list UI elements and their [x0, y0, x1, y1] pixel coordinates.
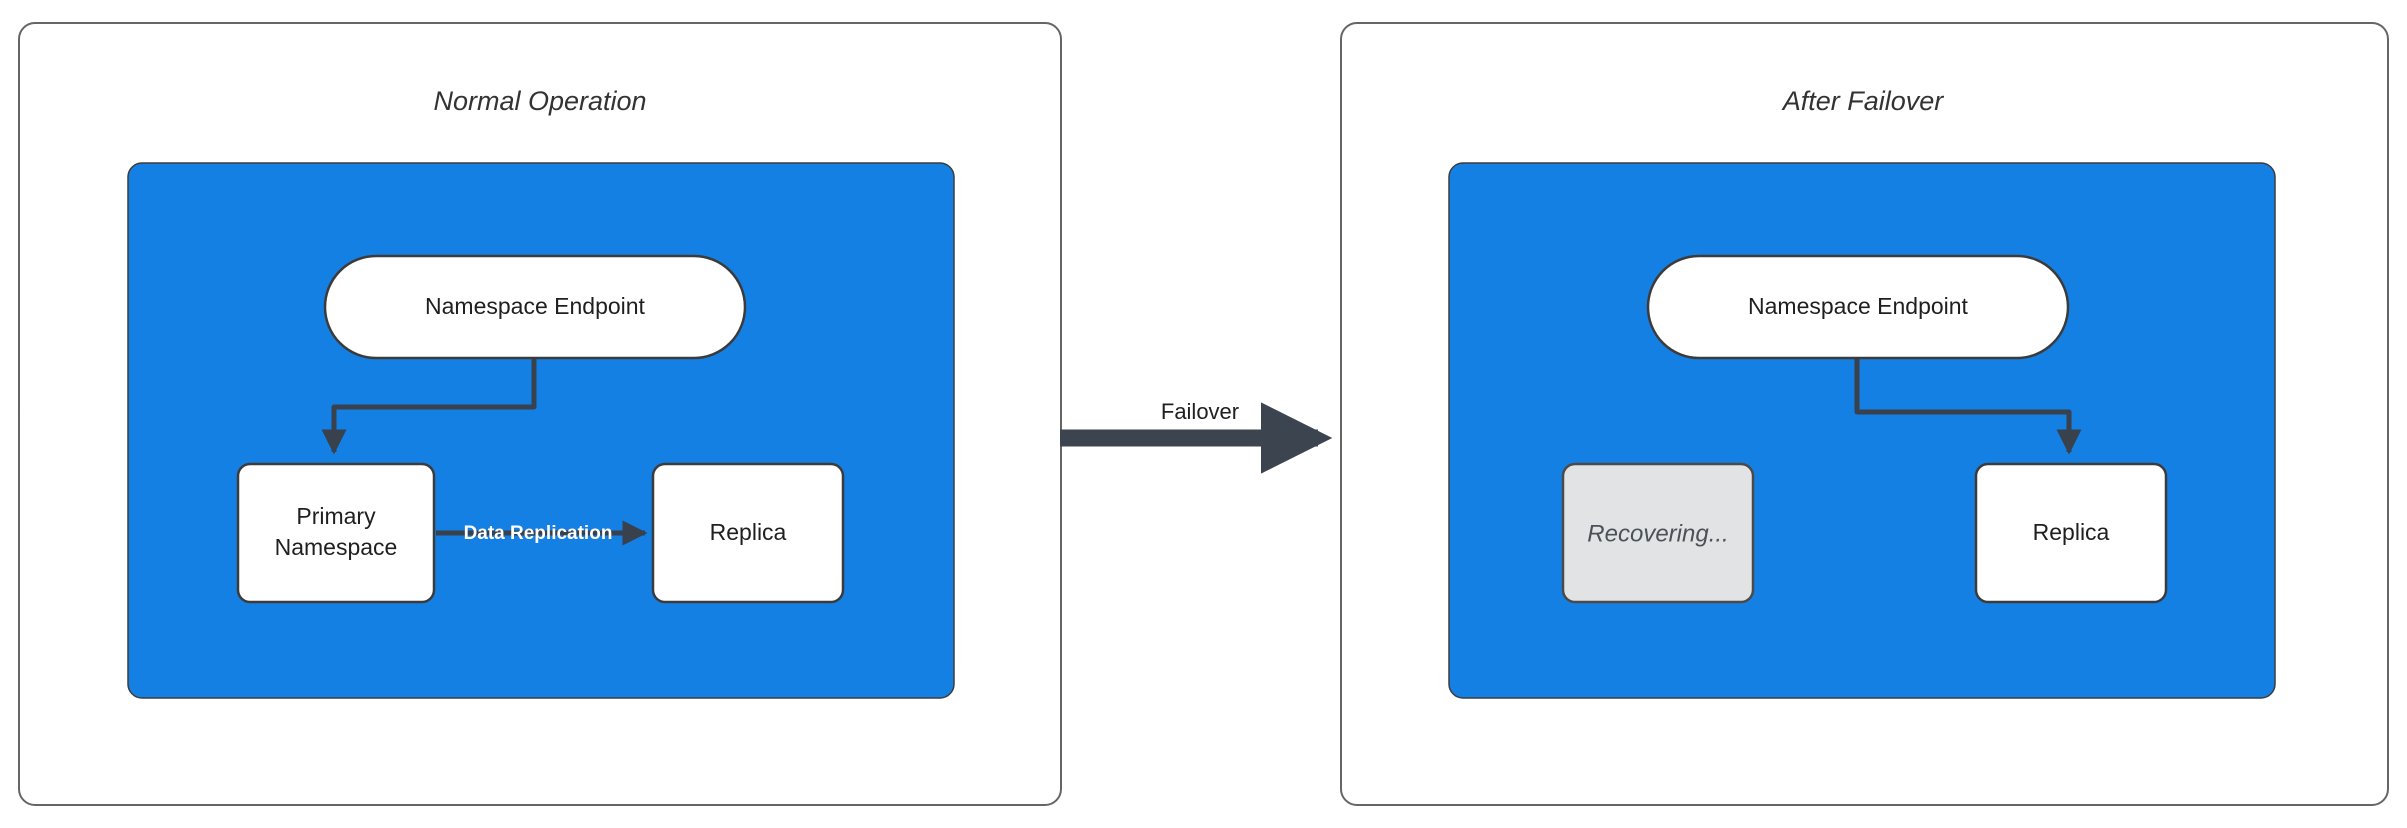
panel-normal-operation: Normal Operation Data Replication Namesp… — [18, 22, 1062, 806]
node-endpoint-left[interactable]: Namespace Endpoint — [323, 254, 747, 360]
panel-after-failover: After Failover Namespace Endpoint Recove… — [1340, 22, 2389, 806]
node-endpoint-left-shape — [323, 254, 747, 360]
node-primary-namespace-shape — [236, 462, 436, 604]
node-replica-right-shape — [1974, 462, 2168, 604]
node-endpoint-right-label: Namespace Endpoint — [1748, 293, 1969, 319]
edge-endpoint-to-replica — [1854, 358, 2082, 455]
blue-region-left — [127, 162, 955, 699]
node-endpoint-right[interactable]: Namespace Endpoint — [1646, 254, 2070, 360]
node-recovering-shape — [1561, 462, 1755, 604]
node-recovering[interactable]: Recovering... — [1561, 462, 1755, 604]
panel-title-left: Normal Operation — [433, 86, 646, 116]
node-endpoint-left-label: Namespace Endpoint — [425, 293, 646, 319]
node-replica-left[interactable]: Replica — [651, 462, 845, 604]
panel-title-right: After Failover — [1781, 86, 1945, 116]
node-replica-right[interactable]: Replica — [1974, 462, 2168, 604]
failover-transition: Failover — [1060, 399, 1333, 474]
node-primary-namespace-label-line2: Namespace — [275, 534, 398, 560]
node-replica-left-label: Replica — [710, 519, 787, 545]
node-recovering-label: Recovering... — [1587, 520, 1728, 547]
node-endpoint-right-shape — [1646, 254, 2070, 360]
node-primary-namespace[interactable]: Primary Namespace — [236, 462, 436, 604]
node-primary-namespace-label-line1: Primary — [296, 503, 376, 529]
node-replica-left-shape — [651, 462, 845, 604]
edge-endpoint-to-primary — [321, 358, 537, 455]
blue-region-right — [1448, 162, 2276, 699]
edge-label-data-replication: Data Replication — [464, 523, 613, 544]
node-replica-right-label: Replica — [2033, 519, 2110, 545]
failover-transition-label: Failover — [1161, 399, 1239, 424]
